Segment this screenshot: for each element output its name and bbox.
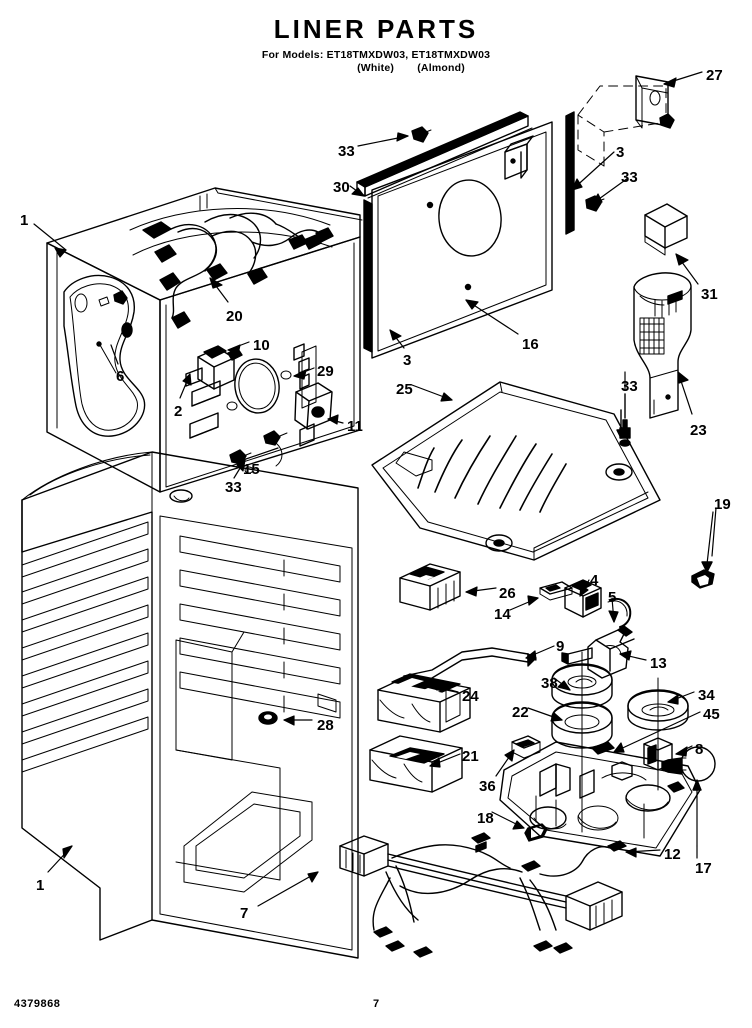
left-vertical-trim (363, 199, 373, 353)
part-number: 4379868 (14, 998, 61, 1010)
callout-insulation-side: 6 (116, 368, 125, 385)
callout-thermostat: 10 (253, 337, 270, 354)
finish-labels: (White) (Almond) (0, 62, 752, 74)
finish-almond: (Almond) (417, 62, 465, 74)
side-insulation-panel (63, 274, 146, 437)
callout-damper-cap: 31 (701, 286, 718, 303)
callout-trim-right: 3 (616, 144, 625, 161)
light-housing-base-12 (499, 741, 701, 857)
callout-screw-pan: 33 (621, 378, 638, 395)
callout-screw-top-left: 33 (338, 143, 355, 160)
callout-socket: 17 (695, 860, 712, 877)
seal-rings (551, 651, 613, 833)
callout-corner-bracket: 27 (706, 67, 723, 84)
thermostat-control-cluster (185, 343, 333, 474)
callout-clip-lens: 45 (703, 706, 720, 723)
callout-wire-harness-upper: 20 (226, 308, 243, 325)
switch-lever-13 (561, 625, 635, 679)
callout-clip-small: 19 (714, 496, 731, 513)
callout-insulation-block-upper: 24 (462, 688, 479, 705)
retainer-14 (539, 581, 573, 601)
callout-light-housing: 12 (664, 846, 681, 863)
callout-pin: 18 (477, 810, 494, 827)
callout-grommet: 4 (590, 572, 599, 589)
small-bracket-36 (511, 735, 541, 759)
light-lens-34 (591, 677, 689, 791)
leader-lines (33, 71, 717, 907)
callout-control-bracket: 11 (347, 418, 363, 435)
insulation-blocks (369, 673, 471, 793)
callout-screw-sems: 15 (243, 461, 260, 478)
terminal-block-26 (399, 563, 461, 611)
callout-trim-strip-top: 30 (333, 179, 350, 196)
callout-drain-tube: 9 (556, 638, 565, 655)
callout-terminal-block: 26 (499, 585, 516, 602)
callout-screw-lower-left: 33 (225, 479, 242, 496)
grommet-4-clip-5 (564, 579, 632, 628)
wire-harness-7 (339, 832, 627, 958)
top-trim-strip (356, 111, 533, 199)
model-list: For Models: ET18TMXDW03, ET18TMXDW03 (261, 49, 491, 61)
upper-wire-harness (142, 212, 334, 329)
callout-screw-top-right: 33 (621, 169, 638, 186)
callout-air-duct: 23 (690, 422, 707, 439)
callout-insulation-block-lower: 21 (462, 748, 479, 765)
callout-washer: 38 (541, 675, 558, 692)
air-duct-assembly (616, 203, 692, 439)
callout-bracket: 2 (174, 403, 183, 420)
callout-wire-harness: 7 (240, 905, 249, 922)
callout-plug-button: 28 (317, 717, 334, 734)
callout-trim-left: 3 (403, 352, 412, 369)
callout-clip: 5 (608, 589, 617, 606)
callout-switch-lever: 13 (650, 655, 667, 672)
callout-bracket-small: 36 (479, 778, 496, 795)
right-vertical-trim (565, 111, 575, 235)
small-clip-19 (691, 511, 715, 589)
drain-pan (371, 381, 661, 561)
callout-seal-ring: 22 (512, 704, 529, 721)
page-number: 7 (372, 998, 380, 1010)
light-bulb-8 (661, 746, 716, 782)
callout-light-lens: 34 (698, 687, 715, 704)
upper-liner-cabinet (46, 187, 363, 493)
callout-retainer-flat: 14 (494, 606, 511, 623)
finish-white: (White) (357, 62, 395, 74)
callout-liner-cabinet-lower: 1 (36, 877, 45, 894)
callout-shield: 29 (317, 363, 334, 380)
lower-liner-cabinet (21, 451, 359, 959)
sheet-header: LINER PARTS For Models: ET18TMXDW03, ET1… (0, 14, 752, 74)
callout-liner-cabinet-upper: 1 (20, 212, 29, 229)
page-title: LINER PARTS (273, 14, 479, 44)
callout-rear-panel: 16 (522, 336, 539, 353)
callout-light-bulb: 8 (695, 741, 704, 758)
callout-drain-pan: 25 (396, 381, 413, 398)
